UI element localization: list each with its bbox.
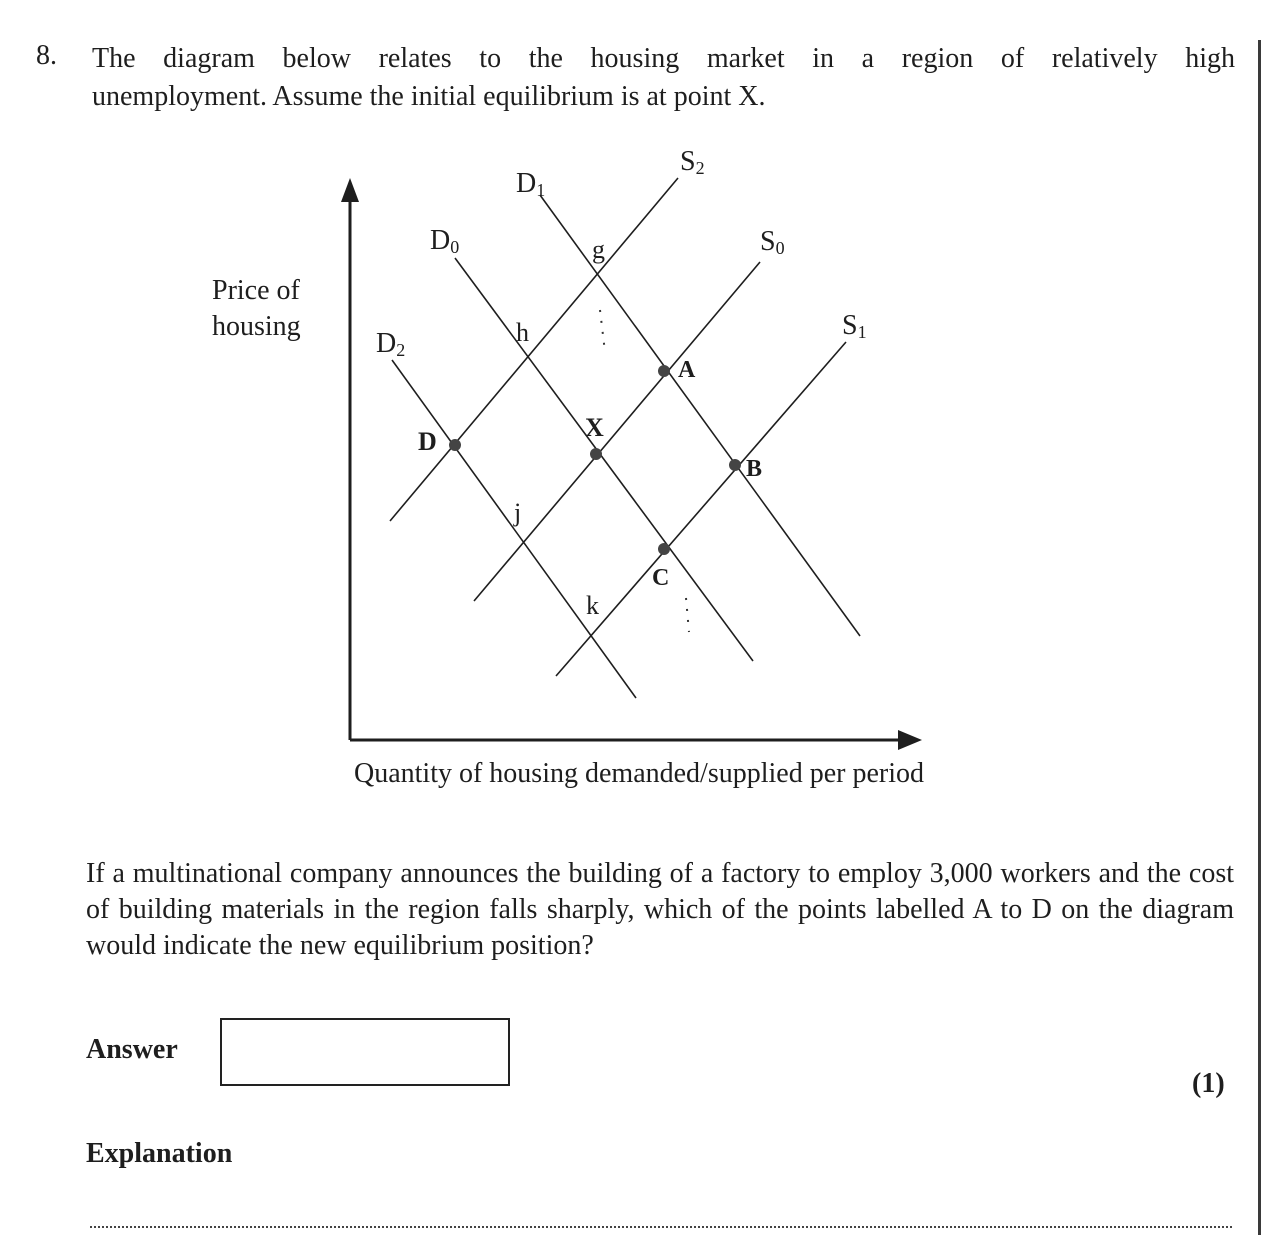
point-b-label: B bbox=[746, 456, 762, 482]
explanation-label: Explanation bbox=[86, 1138, 233, 1169]
point-c-marker bbox=[658, 543, 670, 555]
question-number: 8. bbox=[36, 40, 57, 71]
explanation-write-line[interactable] bbox=[90, 1226, 1232, 1228]
point-a-label: A bbox=[678, 357, 696, 383]
curve-label-d1: D1 bbox=[516, 168, 545, 200]
point-x-marker bbox=[590, 448, 602, 460]
x-axis-arrow-icon bbox=[898, 730, 922, 750]
question-intro-line1: The diagram below relates to the housing… bbox=[92, 43, 1235, 74]
demand-curve-d1 bbox=[539, 194, 861, 637]
point-d-label: D bbox=[418, 427, 437, 456]
y-axis-arrow-icon bbox=[341, 178, 359, 202]
demand-curve-d2 bbox=[391, 359, 637, 699]
supply-curve-s0 bbox=[473, 261, 761, 602]
point-b-marker bbox=[729, 459, 741, 471]
point-d-marker bbox=[449, 439, 461, 451]
guide-dotted-line-2 bbox=[685, 597, 690, 633]
marks-indicator: (1) bbox=[1192, 1068, 1225, 1099]
curve-label-d2: D2 bbox=[376, 328, 405, 360]
y-axis-label-line2: housing bbox=[212, 311, 301, 342]
answer-label: Answer bbox=[86, 1034, 178, 1065]
guide-dotted-line bbox=[599, 309, 606, 353]
question-intro-line2: unemployment. Assume the initial equilib… bbox=[92, 81, 766, 112]
intersection-label-g: g bbox=[592, 235, 605, 264]
curve-label-s0: S0 bbox=[760, 226, 785, 258]
intersection-label-j: j bbox=[513, 498, 521, 527]
demand-curve-d0 bbox=[454, 257, 754, 662]
supply-demand-diagram: Price of housing Quantity of housing dem… bbox=[212, 146, 924, 789]
point-a-marker bbox=[658, 365, 670, 377]
supply-curve-s2 bbox=[389, 177, 679, 522]
question-intro: The diagram below relates to the housing… bbox=[92, 40, 1235, 116]
supply-curve-s1 bbox=[555, 341, 847, 677]
y-axis-label-line1: Price of bbox=[212, 275, 301, 306]
curve-label-d0: D0 bbox=[430, 225, 459, 257]
page-right-border bbox=[1258, 40, 1261, 1235]
answer-input-box[interactable] bbox=[220, 1018, 510, 1086]
point-x-label: X bbox=[585, 413, 604, 442]
point-c-label: C bbox=[652, 565, 669, 591]
question-body: If a multinational company announces the… bbox=[86, 858, 1234, 961]
intersection-label-k: k bbox=[586, 591, 599, 620]
x-axis-label: Quantity of housing demanded/supplied pe… bbox=[354, 758, 924, 789]
curve-label-s2: S2 bbox=[680, 146, 705, 178]
curve-label-s1: S1 bbox=[842, 310, 867, 342]
intersection-label-h: h bbox=[516, 318, 529, 347]
